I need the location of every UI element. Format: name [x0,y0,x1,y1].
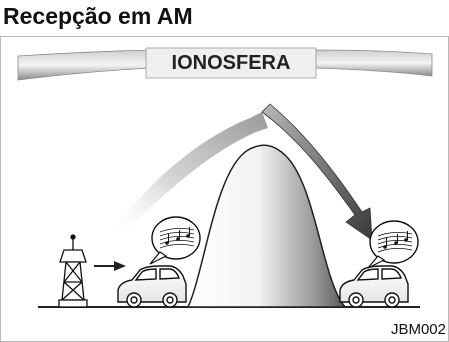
radio-tower-icon [58,234,88,308]
ionosphere-label: IONOSFERA [171,52,291,74]
car-left-icon [117,265,187,308]
car-right-icon [339,265,409,308]
ionosphere-band [17,47,433,81]
music-bubble-left-icon [149,216,201,265]
figure-code: JBM002 [390,321,446,338]
page-title: Recepção em AM [3,3,193,29]
direct-signal-arrow [94,261,126,271]
upward-wave [112,112,268,238]
music-bubble-right-icon [367,220,419,269]
reflected-wave-arrow [261,103,373,241]
mountain-icon [186,144,347,308]
